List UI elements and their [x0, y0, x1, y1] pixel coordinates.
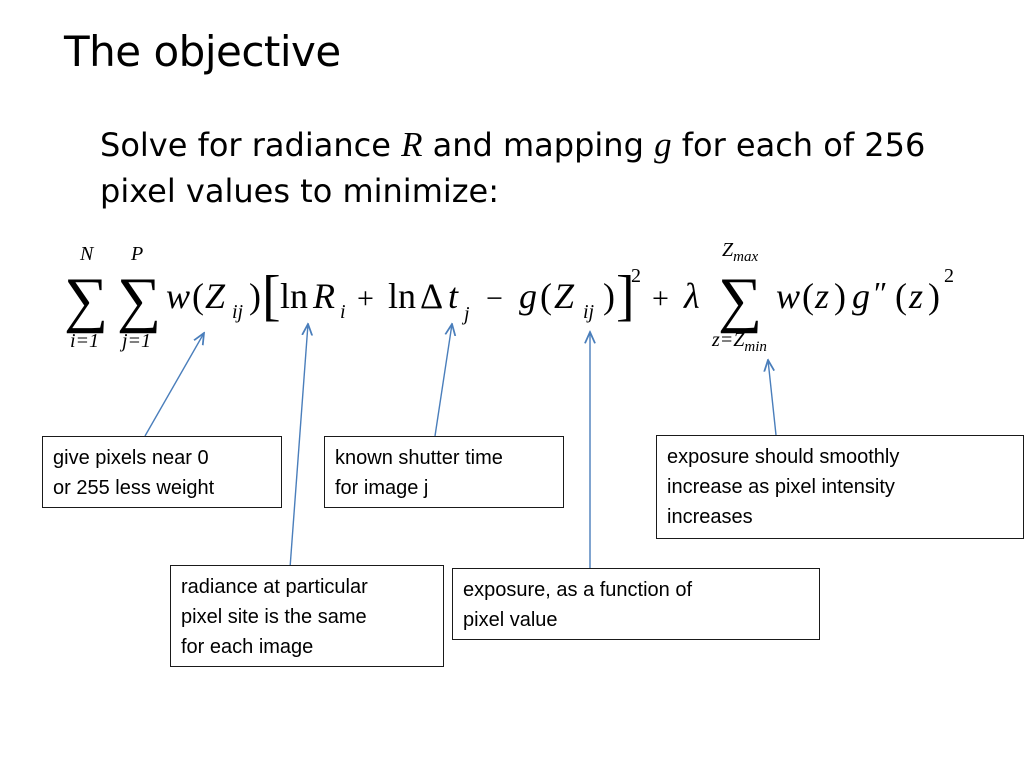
paren-close-4: )	[928, 276, 940, 316]
intro-text: Solve for radiance R and mapping g for e…	[100, 122, 960, 214]
sum-z-lower-sub: min	[744, 339, 767, 355]
paren-open-2: (	[540, 276, 552, 316]
note-exposure-line-1: exposure, as a function of	[463, 579, 693, 601]
subscript-i: i	[340, 301, 346, 323]
paren-open-1: (	[192, 276, 204, 316]
sum-z-upper: Zmax	[722, 239, 758, 265]
intro-part-3: for each of 256 pixel values to minimize…	[100, 126, 926, 210]
objective-formula: ∑ N i=1 ∑ P j=1 w ( Z ij ) [ ln R i + ln…	[64, 239, 954, 355]
pixel-Z-2: Z	[554, 276, 575, 316]
squared-2: 2	[944, 265, 954, 287]
sum-z-symbol: ∑	[718, 266, 762, 334]
note-weight-line-1: give pixels near 0	[53, 447, 209, 469]
double-prime: ″	[874, 275, 887, 311]
ln-time: ln	[388, 276, 416, 316]
sum-j-upper: P	[130, 243, 143, 265]
note-radiance-line-1: radiance at particular	[181, 576, 368, 598]
intro-part-1: Solve for radiance	[100, 126, 402, 164]
paren-close-1: )	[249, 276, 261, 316]
note-radiance-line-2: pixel site is the same	[181, 606, 367, 628]
note-shutter: known shutter time for image j	[324, 436, 564, 508]
sum-z-lower-main: z=Z	[711, 329, 745, 351]
plus-1: +	[357, 282, 374, 315]
note-smooth-line-3: increases	[667, 506, 753, 528]
plus-2: +	[652, 282, 669, 315]
weight-w: w	[166, 276, 190, 316]
var-z-1: z	[814, 276, 829, 316]
sum-i-lower: i=1	[70, 330, 99, 352]
var-z-2: z	[908, 276, 923, 316]
sum-j-symbol: ∑	[117, 266, 161, 334]
note-radiance: radiance at particular pixel site is the…	[170, 565, 444, 667]
sum-i-upper: N	[79, 243, 95, 265]
intro-part-2: and mapping	[422, 126, 655, 164]
bracket-close: ]	[616, 265, 635, 327]
radiance-variable: R	[401, 125, 423, 164]
bracket-open: [	[262, 265, 281, 327]
subscript-ij-2: ij	[583, 301, 595, 323]
pixel-Z: Z	[205, 276, 226, 316]
mapping-variable: g	[654, 125, 672, 164]
note-smooth: exposure should smoothly increase as pix…	[656, 435, 1024, 539]
squared-1: 2	[631, 265, 641, 287]
note-smooth-line-1: exposure should smoothly	[667, 446, 900, 468]
mapping-g-2: g	[852, 276, 870, 316]
sum-z-upper-Z: Z	[722, 239, 734, 261]
minus: −	[486, 282, 503, 315]
note-exposure: exposure, as a function of pixel value	[452, 568, 820, 640]
arrow-radiance	[289, 324, 308, 569]
delta-symbol: Δ	[420, 276, 443, 316]
radiance-R: R	[312, 276, 335, 316]
ln-radiance: ln	[280, 276, 308, 316]
paren-close-3: )	[834, 276, 846, 316]
paren-close-2: )	[603, 276, 615, 316]
paren-open-4: (	[895, 276, 907, 316]
time-t: t	[448, 276, 459, 316]
note-radiance-line-3: for each image	[181, 636, 314, 658]
mapping-g: g	[519, 276, 537, 316]
note-shutter-line-1: known shutter time	[335, 447, 503, 469]
subscript-ij-1: ij	[232, 301, 244, 323]
note-shutter-line-2: for image j	[335, 477, 429, 499]
sum-z-lower: z=Zmin	[711, 329, 767, 355]
sum-i-symbol: ∑	[64, 266, 108, 334]
note-weight: give pixels near 0 or 255 less weight	[42, 436, 282, 508]
sum-j-lower: j=1	[119, 330, 151, 352]
note-exposure-line-2: pixel value	[463, 609, 558, 631]
weight-w-2: w	[776, 276, 800, 316]
paren-open-3: (	[802, 276, 814, 316]
note-smooth-line-2: increase as pixel intensity	[667, 476, 895, 498]
slide-title: The objective	[64, 27, 341, 76]
subscript-j: j	[461, 303, 470, 325]
arrow-smooth	[768, 360, 777, 436]
lambda-symbol: λ	[683, 276, 700, 316]
note-weight-line-2: or 255 less weight	[53, 477, 215, 499]
sum-z-upper-sub: max	[733, 249, 758, 265]
